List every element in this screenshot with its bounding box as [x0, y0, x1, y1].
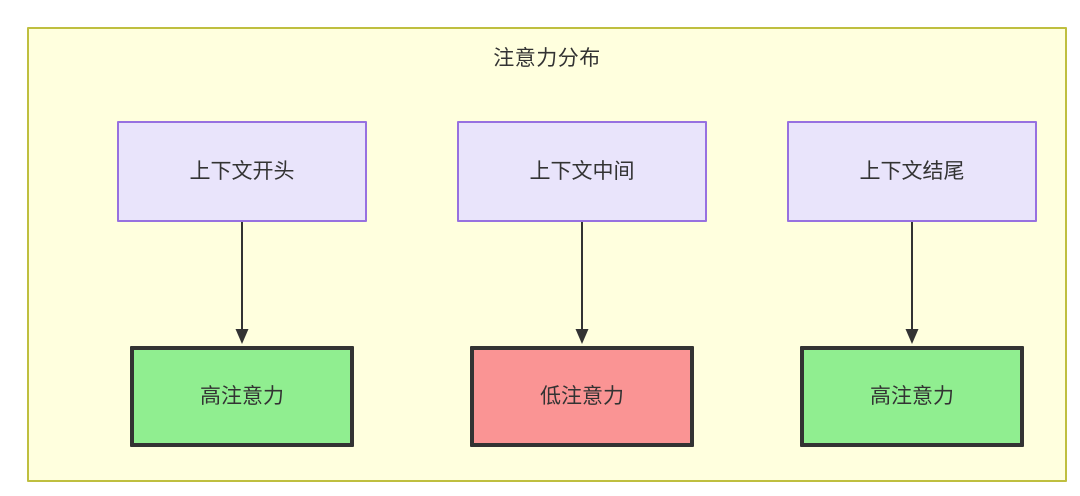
- page-title: 注意力分布: [493, 47, 601, 70]
- edge-context-end-to-high-attention: [905, 222, 919, 346]
- node-high-attention-start[interactable]: 高注意力: [130, 346, 354, 447]
- node-context-end[interactable]: 上下文结尾: [787, 121, 1037, 222]
- node-context-middle[interactable]: 上下文中间: [457, 121, 707, 222]
- node-context-start[interactable]: 上下文开头: [117, 121, 367, 222]
- attention-distribution-subgraph: 注意力分布 上下文开头 上下文中间 上下文结尾 高注意力 低注: [27, 27, 1067, 482]
- node-low-attention-middle[interactable]: 低注意力: [470, 346, 694, 447]
- edge-context-start-to-high-attention: [235, 222, 249, 346]
- edge-context-middle-to-low-attention: [575, 222, 589, 346]
- node-high-attention-end[interactable]: 高注意力: [800, 346, 1024, 447]
